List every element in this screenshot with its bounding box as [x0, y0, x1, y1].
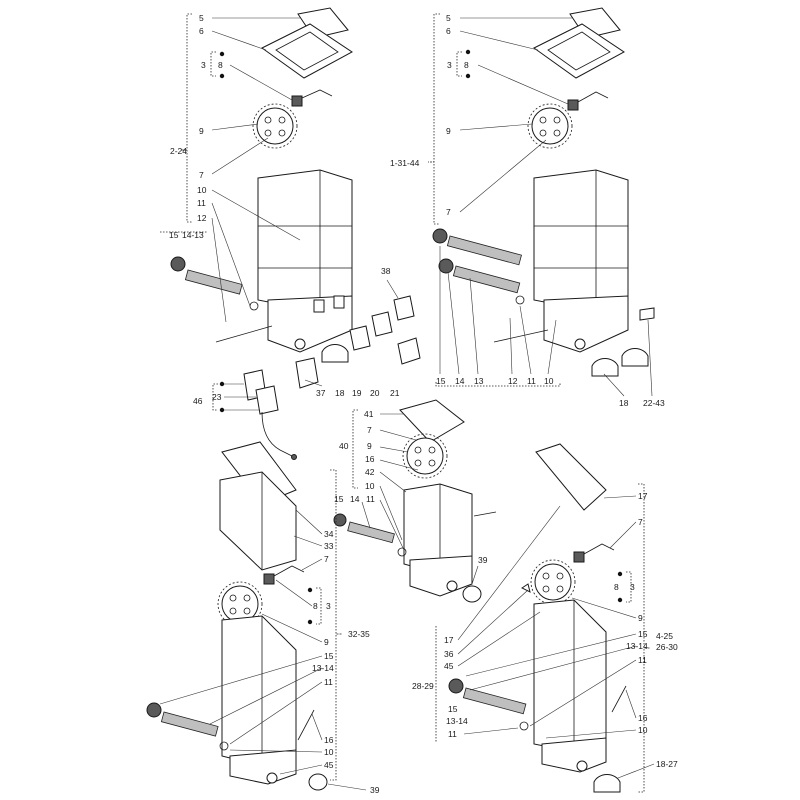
- callout-label: 7: [446, 207, 451, 217]
- callout-label: 19: [352, 388, 362, 398]
- callout-label: 11: [324, 677, 333, 687]
- callout-label: 15: [169, 230, 179, 240]
- assembly-bottom-right: 17 7 8 3 9 17 36 45 15 13-14 11 28-29 15…: [412, 443, 678, 793]
- callout-label: 20: [370, 388, 380, 398]
- callout-label: 42: [365, 467, 375, 477]
- callout-label: 7: [324, 554, 329, 564]
- callout-label: 38: [381, 266, 391, 276]
- group-label: 4-25: [656, 631, 673, 641]
- callout-label: 45: [324, 760, 334, 770]
- callout-label: 3: [630, 582, 635, 592]
- callout-label: 41: [364, 409, 374, 419]
- group-label: 2-24: [170, 146, 187, 156]
- callout-label: 8: [614, 582, 619, 592]
- callout-label: 5: [446, 13, 451, 23]
- callout-label: 8: [313, 601, 318, 611]
- assembly-middle-center: 41 7 40 9 16 42 10 15 14 11 39: [333, 399, 497, 603]
- callout-label: 39: [370, 785, 380, 795]
- callout-label: 3: [447, 60, 452, 70]
- callout-label: 22-43: [643, 398, 665, 408]
- callout-label: 21: [390, 388, 400, 398]
- callout-label: 9: [324, 637, 329, 647]
- callout-label: 33: [324, 541, 334, 551]
- callout-label: 6: [199, 26, 204, 36]
- callout-label: 13-14: [446, 716, 468, 726]
- callout-label: 15: [448, 704, 458, 714]
- callout-label: 15: [638, 629, 648, 639]
- callout-label: 11: [638, 655, 647, 665]
- callout-label: 9: [446, 126, 451, 136]
- callout-label: 7: [199, 170, 204, 180]
- callout-label: 11: [197, 198, 206, 208]
- callout-label: 10: [365, 481, 375, 491]
- callout-label: 5: [199, 13, 204, 23]
- callout-label: 28-29: [412, 681, 434, 691]
- callout-label: 23: [212, 392, 222, 402]
- callout-label: 11: [366, 494, 375, 504]
- callout-label: 18-27: [656, 759, 678, 769]
- gear-part: [256, 107, 294, 145]
- callout-label: 11: [448, 729, 457, 739]
- callout-label: 34: [324, 529, 334, 539]
- callout-label: 8: [464, 60, 469, 70]
- callout-label: 6: [446, 26, 451, 36]
- callout-label: 16: [324, 735, 334, 745]
- nut-part: [170, 256, 186, 272]
- group-label: 32-35: [348, 629, 370, 639]
- callout-label: 36: [444, 649, 454, 659]
- callout-label: 9: [638, 613, 643, 623]
- part-37: [295, 357, 319, 389]
- callout-label: 3: [326, 601, 331, 611]
- callout-label: 16: [638, 713, 648, 723]
- group-label: 26-30: [656, 642, 678, 652]
- group-label: 1-31-44: [390, 158, 420, 168]
- assembly-middle-left: 46 23: [193, 369, 297, 460]
- callout-label: 15: [324, 651, 334, 661]
- lid-part: [535, 443, 607, 511]
- hopper-body: [257, 169, 353, 313]
- callout-label: 11: [527, 376, 536, 386]
- gear-part: [531, 107, 569, 145]
- callout-label: 13: [474, 376, 484, 386]
- callout-label: 37: [316, 388, 326, 398]
- callout-label: 14: [455, 376, 465, 386]
- callout-label: 40: [339, 441, 349, 451]
- callout-label: 17: [444, 635, 454, 645]
- callout-label: 13-14: [312, 663, 334, 673]
- part-38: [393, 295, 415, 321]
- callout-label: 10: [544, 376, 554, 386]
- callout-label: 18: [335, 388, 345, 398]
- callout-label: 10: [324, 747, 334, 757]
- callout-label: 17: [638, 491, 648, 501]
- assembly-bottom-left: 34 33 7 8 3 9 15 13-14 11 16 10 45 39 32…: [146, 441, 380, 795]
- callout-label: 14: [350, 494, 360, 504]
- callout-label: 12: [197, 213, 207, 223]
- callout-label: 3: [201, 60, 206, 70]
- callout-label: 15: [334, 494, 344, 504]
- callout-label: 14-13: [182, 230, 204, 240]
- callout-label: 13-14: [626, 641, 648, 651]
- motor-part: [291, 95, 303, 107]
- group-label: 46: [193, 396, 203, 406]
- callout-label: 8: [218, 60, 223, 70]
- callout-label: 7: [638, 517, 643, 527]
- callout-label: 12: [508, 376, 518, 386]
- callout-label: 39: [478, 555, 488, 565]
- callout-label: 9: [367, 441, 372, 451]
- assembly-top-left: 5 6 3 8 9 7 10 11 12 15 14-13 38 37 18 1…: [160, 7, 421, 398]
- callout-label: 16: [365, 454, 375, 464]
- auger-spring: [184, 269, 243, 295]
- callout-label: 45: [444, 661, 454, 671]
- callout-label: 9: [199, 126, 204, 136]
- assembly-top-right: 5 6 3 8 9 7 15 14 13 12 11 10 18 22-43 1…: [390, 7, 665, 408]
- lid-part: [399, 399, 465, 443]
- callout-label: 7: [367, 425, 372, 435]
- callout-label: 10: [638, 725, 648, 735]
- callout-label: 10: [197, 185, 207, 195]
- frame-part: [261, 23, 353, 79]
- callout-label: 15: [436, 376, 446, 386]
- callout-label: 18: [619, 398, 629, 408]
